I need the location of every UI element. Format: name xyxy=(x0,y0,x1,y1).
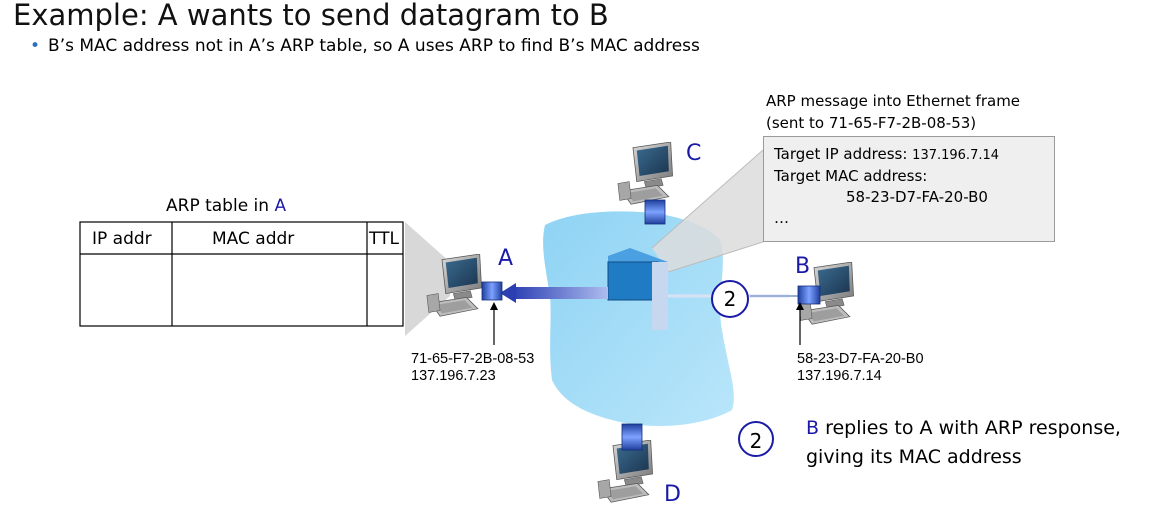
page-title: Example: A wants to send datagram to B xyxy=(13,0,609,32)
bullet-text: B’s MAC address not in A’s ARP table, so… xyxy=(48,36,700,56)
step-description: B replies to A with ARP response, giving… xyxy=(806,414,1121,472)
response-arrow-head xyxy=(500,283,516,303)
switch-side xyxy=(652,262,668,330)
node-b-ip: 137.196.7.14 xyxy=(797,368,882,384)
response-arrow-shaft xyxy=(512,287,608,299)
computer-c-icon xyxy=(617,142,674,225)
node-a-ip: 137.196.7.23 xyxy=(411,368,496,384)
step-text-line2: giving its MAC address xyxy=(806,446,1022,468)
message-caption-line1: ARP message into Ethernet frame xyxy=(766,92,1021,110)
step-badge: 2 xyxy=(738,421,774,457)
arp-message-box: Target IP address: 137.196.7.14 Target M… xyxy=(763,136,1055,242)
target-ip-value: 137.196.7.14 xyxy=(912,148,1000,163)
node-a-mac: 71-65-F7-2B-08-53 xyxy=(411,351,535,367)
message-caption-line2: (sent to 71-65-F7-2B-08-53) xyxy=(766,114,977,132)
target-mac-label: Target MAC address: xyxy=(774,167,928,185)
message-caption: ARP message into Ethernet frame (sent to… xyxy=(766,90,1020,134)
column-header-ttl: TTL xyxy=(369,229,399,249)
message-callout xyxy=(652,150,763,272)
step-text-line1: replies to A with ARP response, xyxy=(819,417,1121,439)
computer-b-icon xyxy=(797,262,855,325)
computer-a-icon xyxy=(426,254,503,317)
step-badge-on-wire: 2 xyxy=(711,280,749,318)
node-label-b: B xyxy=(795,254,811,279)
arp-table-caption-text: ARP table in xyxy=(166,196,275,216)
node-label-d: D xyxy=(664,482,681,507)
node-label-a: A xyxy=(498,246,514,271)
step-line1: B replies to A with ARP response, xyxy=(806,414,1121,443)
step-node: B xyxy=(806,417,820,439)
node-label-c: C xyxy=(686,141,702,166)
arp-table xyxy=(79,221,404,327)
node-a-addresses: 71-65-F7-2B-08-53 137.196.7.23 xyxy=(411,351,534,385)
table-callout xyxy=(405,222,450,336)
target-ip-label: Target IP address: xyxy=(774,145,913,163)
arp-table-caption: ARP table in A xyxy=(166,196,286,216)
bullet-dot-icon: • xyxy=(30,36,41,56)
column-header-mac: MAC addr xyxy=(212,229,295,249)
target-mac-value: 58-23-D7-FA-20-B0 xyxy=(846,188,988,206)
target-ip-row: Target IP address: 137.196.7.14 xyxy=(774,144,1054,166)
column-header-ip: IP addr xyxy=(92,229,152,249)
computer-d-icon xyxy=(597,423,654,503)
node-b-mac: 58-23-D7-FA-20-B0 xyxy=(797,351,924,367)
switch xyxy=(607,261,659,301)
bullet-point: • B’s MAC address not in A’s ARP table, s… xyxy=(30,36,700,56)
message-ellipsis: … xyxy=(774,209,789,227)
arp-table-caption-node: A xyxy=(274,196,287,216)
node-b-addresses: 58-23-D7-FA-20-B0 137.196.7.14 xyxy=(797,351,924,385)
